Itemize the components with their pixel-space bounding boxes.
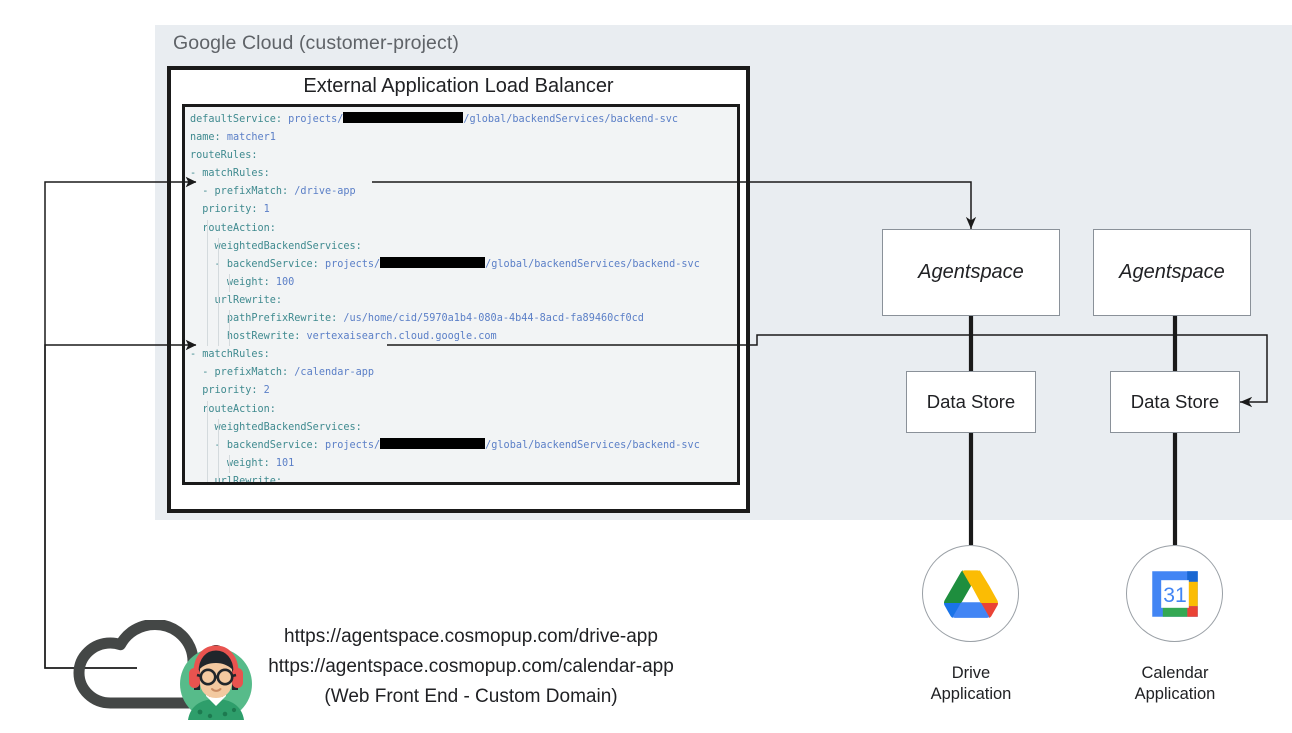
yaml-code-text: defaultService: projects//global/backend… [190,111,700,485]
agentspace-node-2-label: Agentspace [1119,261,1225,283]
data-store-node-2-label: Data Store [1130,391,1220,412]
yaml-line: priority: 1 [202,204,270,216]
calendar-label-line1: Calendar [1141,664,1209,682]
yaml-line: - prefixMatch: /drive-app [202,186,356,198]
yaml-indent-guide [218,418,219,482]
yaml-indent-guide [229,454,230,473]
drive-label-line1: Drive [951,664,991,682]
yaml-line: routeAction: [202,222,276,234]
drive-app-url: https://agentspace.cosmopup.com/drive-ap… [284,626,658,647]
yaml-line: routeRules: [190,150,258,162]
agentspace-node-1[interactable]: Agentspace [882,229,1060,316]
yaml-indent-guide [207,400,208,482]
redacted-project-id [343,112,464,123]
yaml-line: - prefixMatch: /calendar-app [202,367,375,379]
agentspace-node-2[interactable]: Agentspace [1093,229,1251,316]
google-calendar-icon: 31 [1151,570,1198,617]
front-end-url-block: https://agentspace.cosmopup.com/drive-ap… [176,622,766,712]
yaml-line: urlRewrite: [214,475,283,485]
yaml-line: - backendService: projects//global/backe… [214,256,700,270]
agentspace-node-1-label: Agentspace [918,261,1024,283]
yaml-line: hostRewrite: vertexaisearch.cloud.google… [226,331,497,343]
data-store-node-1-label: Data Store [926,391,1016,412]
yaml-line: - matchRules: [190,349,270,361]
calendar-app-url: https://agentspace.cosmopup.com/calendar… [268,656,674,677]
yaml-line: weightedBackendServices: [214,240,362,252]
front-end-caption: (Web Front End - Custom Domain) [324,686,618,707]
yaml-line: weightedBackendServices: [214,421,362,433]
calendar-label-line2: Application [1134,685,1216,703]
data-store-node-1[interactable]: Data Store [906,371,1036,433]
yaml-line: - matchRules: [190,168,270,180]
drive-application-label: Drive Application [876,663,1066,705]
yaml-indent-guide [229,273,230,292]
yaml-line: - backendService: projects//global/backe… [214,437,700,451]
calendar-day-number: 31 [1163,584,1186,607]
calendar-application-icon-circle[interactable]: 31 [1126,545,1223,642]
cloud-user-icon [73,620,252,720]
yaml-line: weight: 100 [226,276,295,288]
redacted-project-id [380,256,486,268]
yaml-line: defaultService: projects//global/backend… [190,112,679,125]
data-store-node-2[interactable]: Data Store [1110,371,1240,433]
yaml-line: routeAction: [202,403,276,415]
yaml-line: weight: 101 [226,457,295,469]
yaml-line: urlRewrite: [214,294,283,306]
calendar-application-label: Calendar Application [1080,663,1270,705]
yaml-line: name: matcher1 [190,132,276,144]
avatar [180,645,252,720]
yaml-indent-guide [229,310,230,347]
google-drive-icon [943,569,998,618]
yaml-line: pathPrefixRewrite: /us/home/cid/5970a1b4… [226,313,644,325]
yaml-line: priority: 2 [202,385,270,397]
yaml-indent-guide [207,219,208,347]
redacted-project-id [380,437,486,449]
drive-label-line2: Application [930,685,1012,703]
url-map-yaml-code-block: defaultService: projects//global/backend… [182,104,740,485]
yaml-indent-guide [218,237,219,347]
load-balancer-title: External Application Load Balancer [303,75,614,97]
google-cloud-panel-title: Google Cloud (customer-project) [173,32,459,54]
drive-application-icon-circle[interactable] [922,545,1019,642]
